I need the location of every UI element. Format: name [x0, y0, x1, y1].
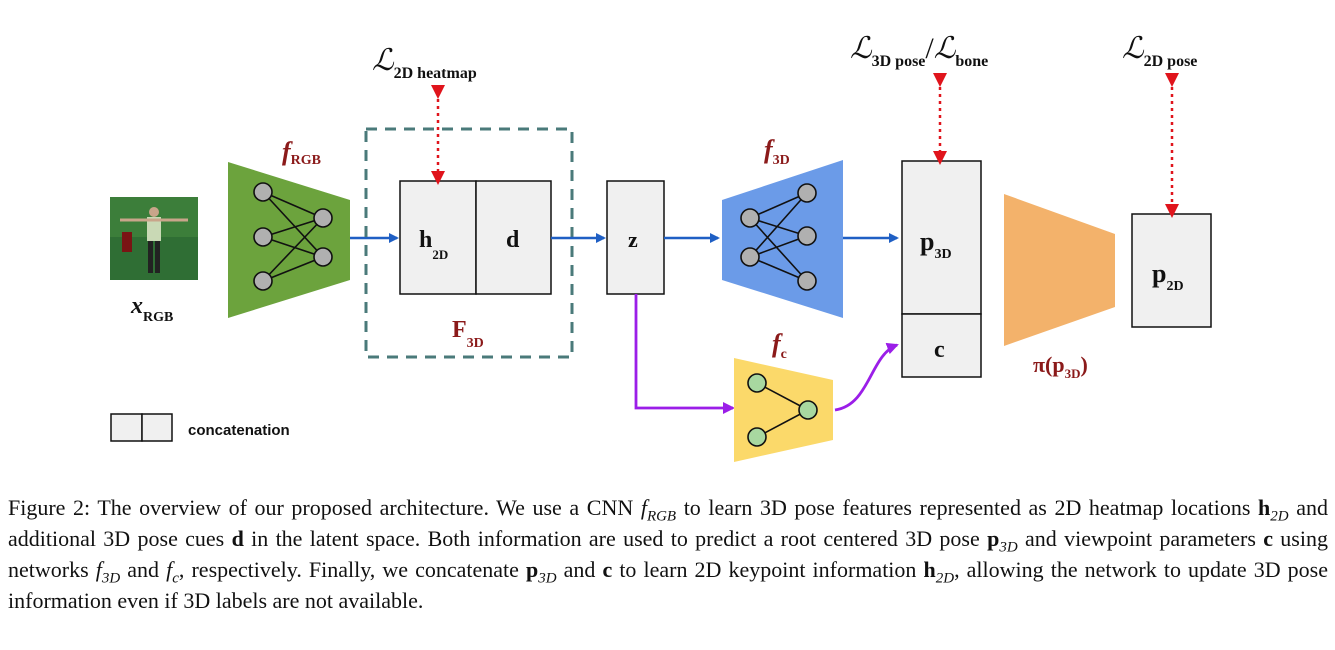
fc-network — [734, 358, 833, 462]
figure-caption: Figure 2: The overview of our proposed a… — [8, 495, 1329, 613]
f-rgb-network-nodes — [253, 182, 333, 291]
loss-2dpose-label: ℒ2D pose — [1122, 32, 1197, 70]
projection-block — [1004, 194, 1115, 346]
f3d-label: f3D — [764, 135, 790, 168]
f-rgb-network — [228, 162, 350, 318]
fc-label: fc — [772, 329, 787, 362]
c-box — [901, 313, 982, 378]
f3d-network — [722, 160, 843, 318]
legend-label: concatenation — [188, 422, 290, 439]
p3d-label: p3D — [920, 227, 952, 262]
arrow-fc-to-c — [834, 342, 899, 412]
f3d-network-nodes — [740, 183, 817, 291]
p3d-box — [901, 160, 982, 315]
d-label: d — [506, 227, 520, 253]
h2d-label: h2D — [419, 227, 448, 262]
f-rgb-label: fRGB — [282, 137, 321, 168]
h2d-box — [399, 180, 477, 295]
f3d-dashed-box — [364, 127, 574, 359]
fc-network-nodes — [747, 373, 818, 447]
input-label: xRGB — [130, 293, 173, 325]
legend-concatenation: concatenation — [110, 413, 290, 442]
c-label: c — [934, 337, 945, 363]
input-image — [110, 197, 198, 280]
arrow-z-to-fc — [634, 294, 735, 414]
F3d-label: F3D — [452, 317, 484, 351]
architecture-diagram: xRGB fRGB h2D d F3D ℒ2D heatmap z — [110, 32, 1212, 462]
p2d-box — [1131, 213, 1212, 328]
z-label: z — [628, 227, 638, 252]
loss-3dpose-label: ℒ3D pose/ℒbone — [850, 32, 988, 70]
projection-label: π(p3D) — [1033, 352, 1088, 381]
p2d-label: p2D — [1152, 259, 1184, 294]
loss-heatmap-label: ℒ2D heatmap — [372, 44, 477, 82]
